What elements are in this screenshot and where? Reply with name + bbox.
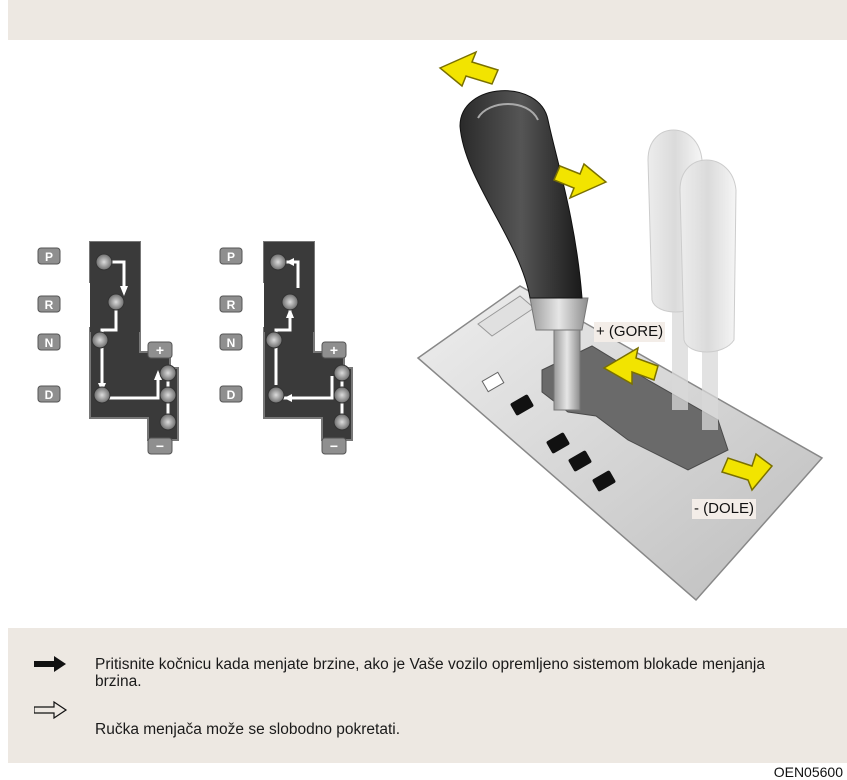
diagram-panel: P R N D bbox=[8, 40, 847, 628]
gear-badge-p: P bbox=[37, 247, 61, 265]
minus-badge-left: − bbox=[147, 437, 173, 455]
gear-badge-d: D bbox=[37, 385, 61, 403]
arrow-plus-icon bbox=[602, 346, 659, 386]
console-plate bbox=[416, 285, 824, 602]
gear-badge-d-2: D bbox=[219, 385, 243, 403]
arrow-up-left-icon bbox=[438, 50, 500, 88]
gear-badge-r-2: R bbox=[219, 295, 243, 313]
gear-label-d-2: D bbox=[227, 388, 236, 402]
arrow-minus-icon bbox=[720, 452, 774, 492]
shift-knob bbox=[459, 90, 589, 411]
top-band bbox=[8, 0, 847, 40]
plus-badge-left: + bbox=[147, 341, 173, 359]
shifter-illustration bbox=[416, 50, 824, 602]
plus-badge-right: + bbox=[321, 341, 347, 359]
legend-text-brake: Pritisnite kočnicu kada menjate brzine, … bbox=[95, 656, 765, 690]
gear-label-n-2: N bbox=[227, 336, 236, 350]
gear-badge-p-2: P bbox=[219, 247, 243, 265]
plus-sign-left: + bbox=[156, 342, 164, 358]
minus-sign-left: − bbox=[156, 438, 164, 454]
gear-label-p-2: P bbox=[227, 250, 235, 264]
yellow-arrows bbox=[438, 50, 774, 492]
legend: Pritisnite kočnicu kada menjate brzine, … bbox=[8, 628, 847, 763]
gear-badge-n-2: N bbox=[219, 333, 243, 351]
arrow-down-right-icon bbox=[553, 162, 608, 200]
gate-diagram-brake: P R N D bbox=[37, 241, 179, 455]
gear-badge-r: R bbox=[37, 295, 61, 313]
legend-text-free: Ručka menjača može se slobodno pokretati… bbox=[95, 721, 400, 738]
figure-code: OEN05600 bbox=[773, 764, 843, 780]
gear-label-n: N bbox=[45, 336, 54, 350]
gear-badge-n: N bbox=[37, 333, 61, 351]
ghost-shift-knobs bbox=[647, 129, 737, 430]
callout-up: + (GORE) bbox=[594, 322, 666, 342]
console-gear-markers bbox=[510, 394, 616, 492]
gate-diagram-free: P R N D bbox=[219, 241, 353, 455]
gear-label-r-2: R bbox=[227, 298, 236, 312]
plus-sign-right: + bbox=[330, 342, 338, 358]
gear-label-r: R bbox=[45, 298, 54, 312]
minus-badge-right: − bbox=[321, 437, 347, 455]
shift-diagram: P R N D bbox=[37, 50, 824, 602]
outline-arrow-icon bbox=[33, 700, 68, 720]
gear-label-p: P bbox=[45, 250, 53, 264]
solid-arrow-icon bbox=[34, 654, 66, 674]
callout-down: - (DOLE) bbox=[692, 499, 756, 519]
minus-sign-right: − bbox=[330, 438, 338, 454]
gear-label-d: D bbox=[45, 388, 54, 402]
